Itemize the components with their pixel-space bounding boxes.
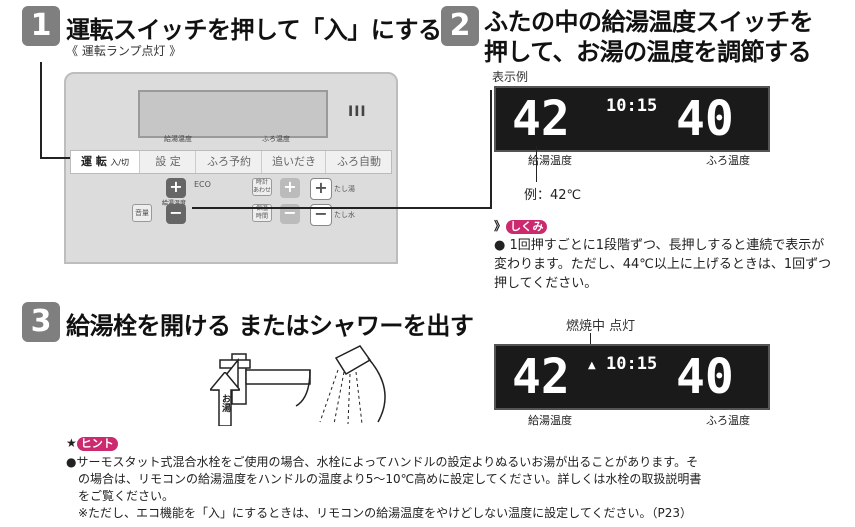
remote-control: III 給湯温度 ふろ温度 運 転 入/切 設 定 ふろ予約 追いだき ふろ自動…	[64, 72, 398, 264]
shikumi-tag: しくみ	[506, 220, 548, 234]
remote-lcd-label-right: ふろ温度	[262, 135, 290, 143]
hint-line1: サーモスタット式混合水栓をご使用の場合、水栓によってハンドルの設定よりぬるいお湯…	[76, 455, 699, 469]
chevron-right-icon: 》	[494, 219, 507, 233]
bullet-icon: ●	[66, 455, 77, 469]
hint-note: ※ただし、エコ機能を「入」にするときは、リモコンの給湯温度をやけどしない温度に設…	[78, 506, 692, 520]
step-1-number: 1	[22, 6, 60, 46]
add-water-label: たし水	[334, 211, 355, 219]
bath-reservation-button[interactable]: ふろ予約	[195, 151, 262, 173]
burning-right-label: ふろ温度	[706, 414, 750, 427]
eco-button[interactable]: ECO	[194, 180, 211, 189]
display-example-caption: 例：42℃	[524, 188, 582, 203]
callout-line-step2	[192, 207, 492, 209]
reheat-button[interactable]: 追いだき	[261, 151, 326, 173]
burning-right-temp: 40	[676, 349, 734, 405]
up-arrow-icon	[210, 372, 240, 426]
hint-heading: ★ヒント	[66, 436, 118, 451]
hint-line3: をご覧ください。	[78, 489, 175, 503]
temp-label: 給湯温度	[162, 198, 186, 207]
display-left-temp: 42	[512, 91, 570, 147]
callout-line-step2-v	[490, 90, 492, 208]
run-button-label: 運 転	[80, 155, 107, 168]
remote-lcd	[138, 90, 328, 138]
shikumi-body: 1回押すごとに1段階ずつ、長押しすると連続で表示が変わります。ただし、44℃以上…	[494, 238, 832, 291]
run-button[interactable]: 運 転 入/切	[71, 151, 139, 173]
hint-line2: の場合は、リモコンの給湯温度をハンドルの温度より5～10℃高めに設定してください…	[78, 472, 702, 486]
display-example: 42 10:15 40	[494, 86, 770, 152]
settings-button[interactable]: 設 定	[139, 151, 196, 173]
shikumi-text: ● 1回押すごとに1段階ずつ、長押しすると連続で表示が変わります。ただし、44℃…	[494, 236, 836, 293]
flame-icon: ▲	[588, 360, 596, 371]
hot-water-plus-button[interactable]: +	[166, 178, 186, 198]
hint-text: ●サーモスタット式混合水栓をご使用の場合、水栓によってハンドルの設定よりぬるいお…	[66, 454, 701, 522]
run-button-sub: 入/切	[110, 158, 130, 167]
callout-line-step1	[40, 62, 42, 158]
step-1-subtitle: 《 運転ランプ点灯 》	[66, 44, 182, 58]
faucet-illustration	[212, 345, 386, 425]
example-pointer-line	[536, 146, 537, 182]
clock-set-button[interactable]: 時計 あわせ	[252, 178, 272, 196]
add-water-minus-button[interactable]: −	[310, 204, 332, 226]
step-2-title-line1: ふたの中の給湯温度スイッチを	[484, 8, 814, 36]
display-burning: 42 ▲ 10:15 40	[494, 344, 770, 410]
callout-line-step1-h	[40, 157, 70, 159]
faucet-label: お湯	[220, 394, 230, 412]
display-right-label: ふろ温度	[706, 154, 750, 167]
step-3-title: 給湯栓を開ける またはシャワーを出す	[66, 312, 474, 340]
remote-button-row: 運 転 入/切 設 定 ふろ予約 追いだき ふろ自動	[70, 150, 392, 174]
star-icon: ★	[66, 436, 77, 450]
bullet-icon: ●	[494, 238, 510, 253]
add-hot-plus-button[interactable]: +	[310, 178, 332, 200]
burning-time: 10:15	[606, 354, 658, 374]
remote-lcd-label-left: 給湯温度	[164, 135, 192, 143]
burning-left-label: 給湯温度	[528, 414, 572, 427]
step-1-title: 運転スイッチを押して「入」にする	[66, 16, 442, 44]
shikumi-heading: 》しくみ	[494, 217, 548, 234]
bath-auto-button[interactable]: ふろ自動	[325, 151, 392, 173]
step-2-title-line2: 押して、お湯の温度を調節する	[484, 38, 812, 66]
burning-left-temp: 42	[512, 349, 570, 405]
display-time: 10:15	[606, 96, 658, 116]
add-hot-label: たし湯	[334, 185, 355, 193]
display-right-temp: 40	[676, 91, 734, 147]
burning-label: 燃焼中 点灯	[566, 319, 636, 334]
display-left-label: 給湯温度	[528, 154, 572, 167]
display-example-heading: 表示例	[492, 70, 529, 84]
step-3-number: 3	[22, 302, 60, 342]
signal-bars-icon: III	[348, 104, 367, 120]
hint-tag: ヒント	[76, 437, 118, 451]
bath-plus-button[interactable]: +	[280, 178, 300, 198]
volume-button[interactable]: 音量	[132, 204, 152, 222]
hot-water-minus-button[interactable]: −	[166, 204, 186, 224]
step-2-number: 2	[441, 6, 479, 46]
